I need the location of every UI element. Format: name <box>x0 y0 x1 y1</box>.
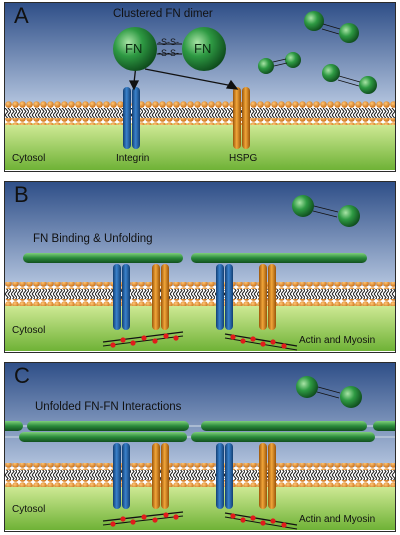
hspg-receptor-icon <box>152 264 169 330</box>
small-fn-dimer-icon <box>258 52 301 74</box>
cytosol-region <box>5 123 395 170</box>
small-fn-dimer-icon <box>304 11 359 43</box>
fn-fibril-network <box>5 421 395 442</box>
hspg-receptor-icon <box>152 443 169 509</box>
cytosol-label: Cytosol <box>12 504 46 515</box>
cytosol-region <box>5 485 395 530</box>
panel-b: B FN Binding & Unfolding Cytosol Actin a… <box>4 181 396 353</box>
actomyosin-icon <box>102 511 184 527</box>
unfolded-fn-fibril <box>23 253 183 263</box>
panel-b-title: FN Binding & Unfolding <box>33 233 153 245</box>
panel-b-scene <box>5 182 395 351</box>
actin-myosin-label: Actin and Myosin <box>299 514 376 525</box>
lipid-bilayer-icon <box>5 463 395 487</box>
panel-c-letter: C <box>14 363 30 388</box>
panel-a: A Clustered FN dimer FN FN -S-S- -S-S- I… <box>4 2 396 172</box>
small-fn-dimer-icon <box>322 64 377 94</box>
panel-c-scene <box>5 363 395 530</box>
extracellular-space <box>5 363 395 467</box>
panel-c: C Unfolded FN-FN Interactions Cytosol Ac… <box>4 362 396 532</box>
unfolded-fn-fibril <box>191 253 367 263</box>
cytosol-label: Cytosol <box>12 153 46 164</box>
cytosol-region <box>5 304 395 351</box>
lipid-bilayer-icon <box>5 101 395 125</box>
integrin-receptor-icon <box>113 443 130 509</box>
fn-left-label: FN <box>125 41 143 56</box>
hspg-receptor-icon <box>233 87 250 149</box>
disulfide-bond-top: -S-S- <box>158 37 179 47</box>
small-fn-dimer-icon <box>296 376 362 408</box>
small-fn-dimer-icon <box>292 195 360 227</box>
cytosol-label: Cytosol <box>12 325 46 336</box>
fn-dimer-icon <box>113 27 226 71</box>
integrin-label: Integrin <box>116 153 150 164</box>
hspg-receptor-icon <box>259 264 276 330</box>
actin-myosin-label: Actin and Myosin <box>299 335 376 346</box>
actomyosin-icon <box>224 333 298 351</box>
panel-a-letter: A <box>14 3 29 28</box>
integrin-receptor-icon <box>123 87 140 149</box>
panel-a-scene <box>5 3 395 170</box>
panel-b-letter: B <box>14 182 29 207</box>
panel-c-title: Unfolded FN-FN Interactions <box>35 401 182 413</box>
integrin-receptor-icon <box>113 264 130 330</box>
extracellular-space <box>5 182 395 286</box>
hspg-label: HSPG <box>229 153 258 164</box>
fn-right-label: FN <box>194 41 212 56</box>
integrin-receptor-icon <box>216 443 233 509</box>
disulfide-bond-bottom: -S-S- <box>158 48 179 58</box>
panel-a-title: Clustered FN dimer <box>113 8 213 20</box>
hspg-receptor-icon <box>259 443 276 509</box>
actomyosin-icon <box>102 331 184 348</box>
integrin-receptor-icon <box>216 264 233 330</box>
lipid-bilayer-icon <box>5 282 395 306</box>
actomyosin-icon <box>224 512 298 530</box>
